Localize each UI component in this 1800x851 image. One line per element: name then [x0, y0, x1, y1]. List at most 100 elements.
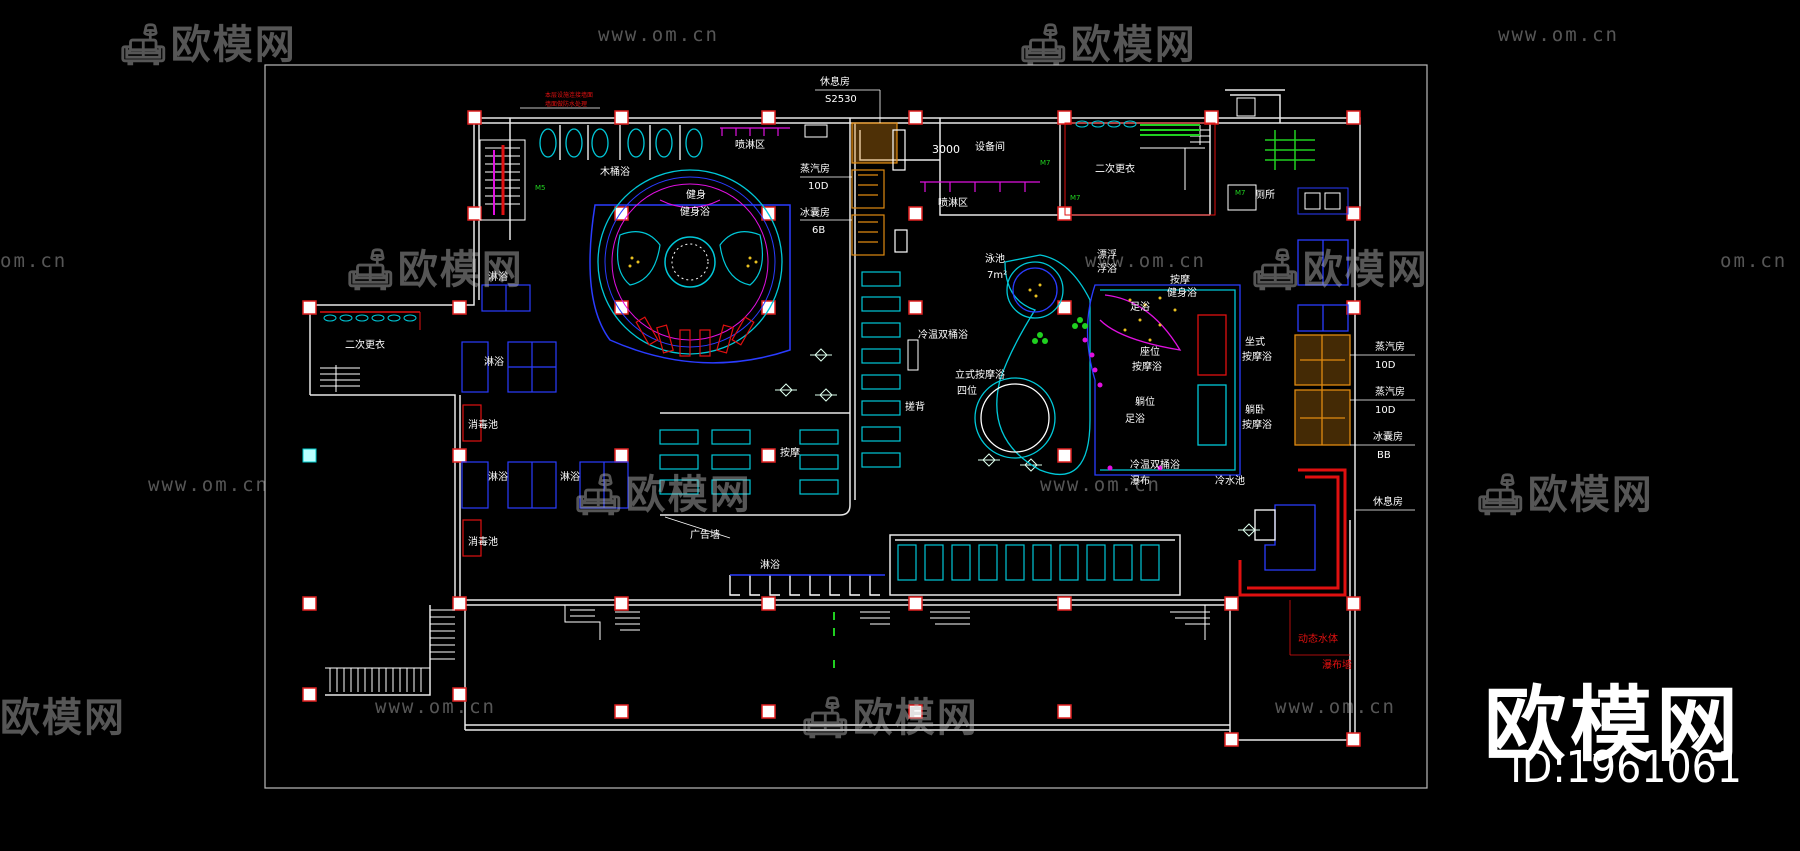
svg-text:四位: 四位	[957, 384, 977, 397]
massage-beds-center	[659, 429, 839, 495]
svg-text:10D: 10D	[1375, 360, 1396, 371]
top-red-note: 本层设施连接墙面 墙面做防水处理	[545, 91, 593, 108]
column-cyan	[302, 448, 317, 463]
sofa-icon: 🛋	[800, 695, 853, 741]
right-leader-lines	[1350, 354, 1415, 511]
label-toilet: 厕所	[1255, 189, 1275, 201]
wood-barrel-tubs	[539, 125, 703, 160]
label-spray-zone: 喷淋区	[735, 138, 765, 151]
svg-text:按摩浴: 按摩浴	[1242, 418, 1272, 431]
watermark-logo: 欧模网	[0, 695, 126, 741]
svg-text:本层设施连接墙面: 本层设施连接墙面	[545, 91, 593, 99]
watermark-url: om.cn	[1720, 250, 1788, 272]
svg-text:健身浴: 健身浴	[1167, 286, 1197, 299]
svg-text:M7: M7	[1235, 189, 1246, 197]
bottom-pool-row	[897, 544, 1160, 581]
svg-text:瀑布墙: 瀑布墙	[1322, 658, 1352, 671]
svg-text:淋浴: 淋浴	[560, 470, 580, 483]
watermark-url: www.om.cn	[1040, 474, 1161, 496]
watermark-url: om.cn	[0, 250, 68, 272]
svg-text:按摩: 按摩	[780, 446, 800, 459]
watermark-url: www.om.cn	[1085, 250, 1206, 272]
stair-bottom-left	[325, 609, 455, 692]
brand-id: ID:1961061	[1510, 742, 1742, 793]
green-clovers	[1032, 317, 1088, 344]
bottom-stairs	[564, 605, 1210, 640]
svg-text:座位: 座位	[1140, 345, 1160, 358]
svg-text:坐式: 坐式	[1245, 335, 1265, 348]
spray-zone-top	[720, 127, 790, 136]
svg-text:瀑布: 瀑布	[1130, 475, 1150, 487]
svg-text:足浴: 足浴	[1125, 413, 1145, 425]
left-shower-stalls	[461, 284, 629, 509]
label-fitness-bath: 健身浴	[680, 205, 710, 218]
svg-text:冷水池: 冷水池	[1215, 474, 1245, 487]
svg-text:休息房: 休息房	[1373, 495, 1403, 508]
svg-text:蒸汽房: 蒸汽房	[800, 162, 830, 175]
label-equip-room: 设备间	[975, 140, 1005, 153]
svg-text:淋浴: 淋浴	[488, 470, 508, 483]
center-labels: 按摩 搓背 广告墙	[690, 400, 925, 541]
svg-text:M5: M5	[535, 184, 546, 192]
sofa-icon: 🛋	[1250, 247, 1303, 293]
massage-beds-column	[861, 271, 901, 468]
watermark-logo: 🛋欧模网	[800, 695, 979, 741]
svg-text:冷温双桶浴: 冷温双桶浴	[1130, 458, 1180, 471]
svg-text:7m²: 7m²	[987, 270, 1007, 281]
svg-text:按摩浴: 按摩浴	[1132, 360, 1162, 373]
svg-text:10D: 10D	[1375, 405, 1396, 416]
svg-text:蒸汽房: 蒸汽房	[1375, 340, 1405, 353]
right-steam-rooms	[1294, 334, 1351, 446]
plant-symbols	[775, 348, 1260, 537]
svg-text:冰囊房: 冰囊房	[1373, 430, 1403, 443]
svg-text:消毒池: 消毒池	[468, 418, 498, 431]
small-box-top	[804, 124, 828, 138]
svg-text:动态水体: 动态水体	[1298, 632, 1338, 645]
sofa-icon: 🛋	[118, 22, 171, 68]
svg-text:10D: 10D	[808, 181, 829, 192]
fitness-bath-dots	[628, 256, 758, 268]
sofa-icon: 🛋	[1018, 22, 1071, 68]
red-note-bottom: 动态水体 瀑布墙	[1298, 632, 1352, 671]
watermark-url: www.om.cn	[1498, 24, 1619, 46]
right-room-labels: 蒸汽房 10D 蒸汽房 10D 冰囊房 BB 休息房	[1373, 340, 1405, 508]
svg-text:按摩浴: 按摩浴	[1242, 350, 1272, 363]
room-leader-lines	[800, 89, 881, 221]
sofa-icon: 🛋	[573, 472, 626, 518]
drawing-frame	[264, 64, 1428, 789]
pool-magenta-dots	[1082, 337, 1163, 471]
svg-text:躺卧: 躺卧	[1245, 403, 1265, 416]
svg-text:墙面做防水处理: 墙面做防水处理	[545, 100, 587, 108]
fitness-bath-pool	[589, 169, 791, 364]
svg-text:泳池: 泳池	[985, 252, 1005, 265]
watermark-logo: 🛋欧模网	[1018, 22, 1197, 68]
watermark-url: www.om.cn	[1275, 696, 1396, 718]
toilet-room	[1227, 184, 1349, 215]
green-fixtures	[1236, 97, 1315, 170]
disinfect-pools	[462, 404, 482, 557]
right-small-rooms	[1297, 239, 1349, 332]
svg-text:M7: M7	[1070, 194, 1081, 202]
brand-logo: 欧模网	[1483, 678, 1742, 773]
central-pools	[974, 254, 1241, 476]
bottom-shower-row	[729, 574, 885, 596]
sofa-icon: 🛋	[345, 247, 398, 293]
svg-text:漂浮: 漂浮	[1097, 249, 1117, 261]
watermark-logo: 🛋欧模网	[573, 472, 752, 518]
small-cyan-pool	[1254, 504, 1316, 571]
watermark-url: www.om.cn	[148, 474, 269, 496]
svg-text:淋浴: 淋浴	[488, 270, 508, 283]
label-wood-bath: 木桶浴	[600, 165, 630, 178]
svg-text:广告墙: 广告墙	[690, 528, 720, 541]
svg-text:M7: M7	[1040, 159, 1051, 167]
fitness-bath-beds	[635, 316, 755, 357]
svg-text:休息房: 休息房	[820, 75, 850, 88]
left-zone-labels: 淋浴 消毒池 淋浴 淋浴 消毒池 淋浴	[468, 270, 580, 548]
svg-text:蒸汽房: 蒸汽房	[1375, 385, 1405, 398]
structural-columns	[302, 110, 1361, 747]
sofa-icon: 🛋	[1475, 472, 1528, 518]
svg-text:躺位: 躺位	[1135, 395, 1155, 408]
